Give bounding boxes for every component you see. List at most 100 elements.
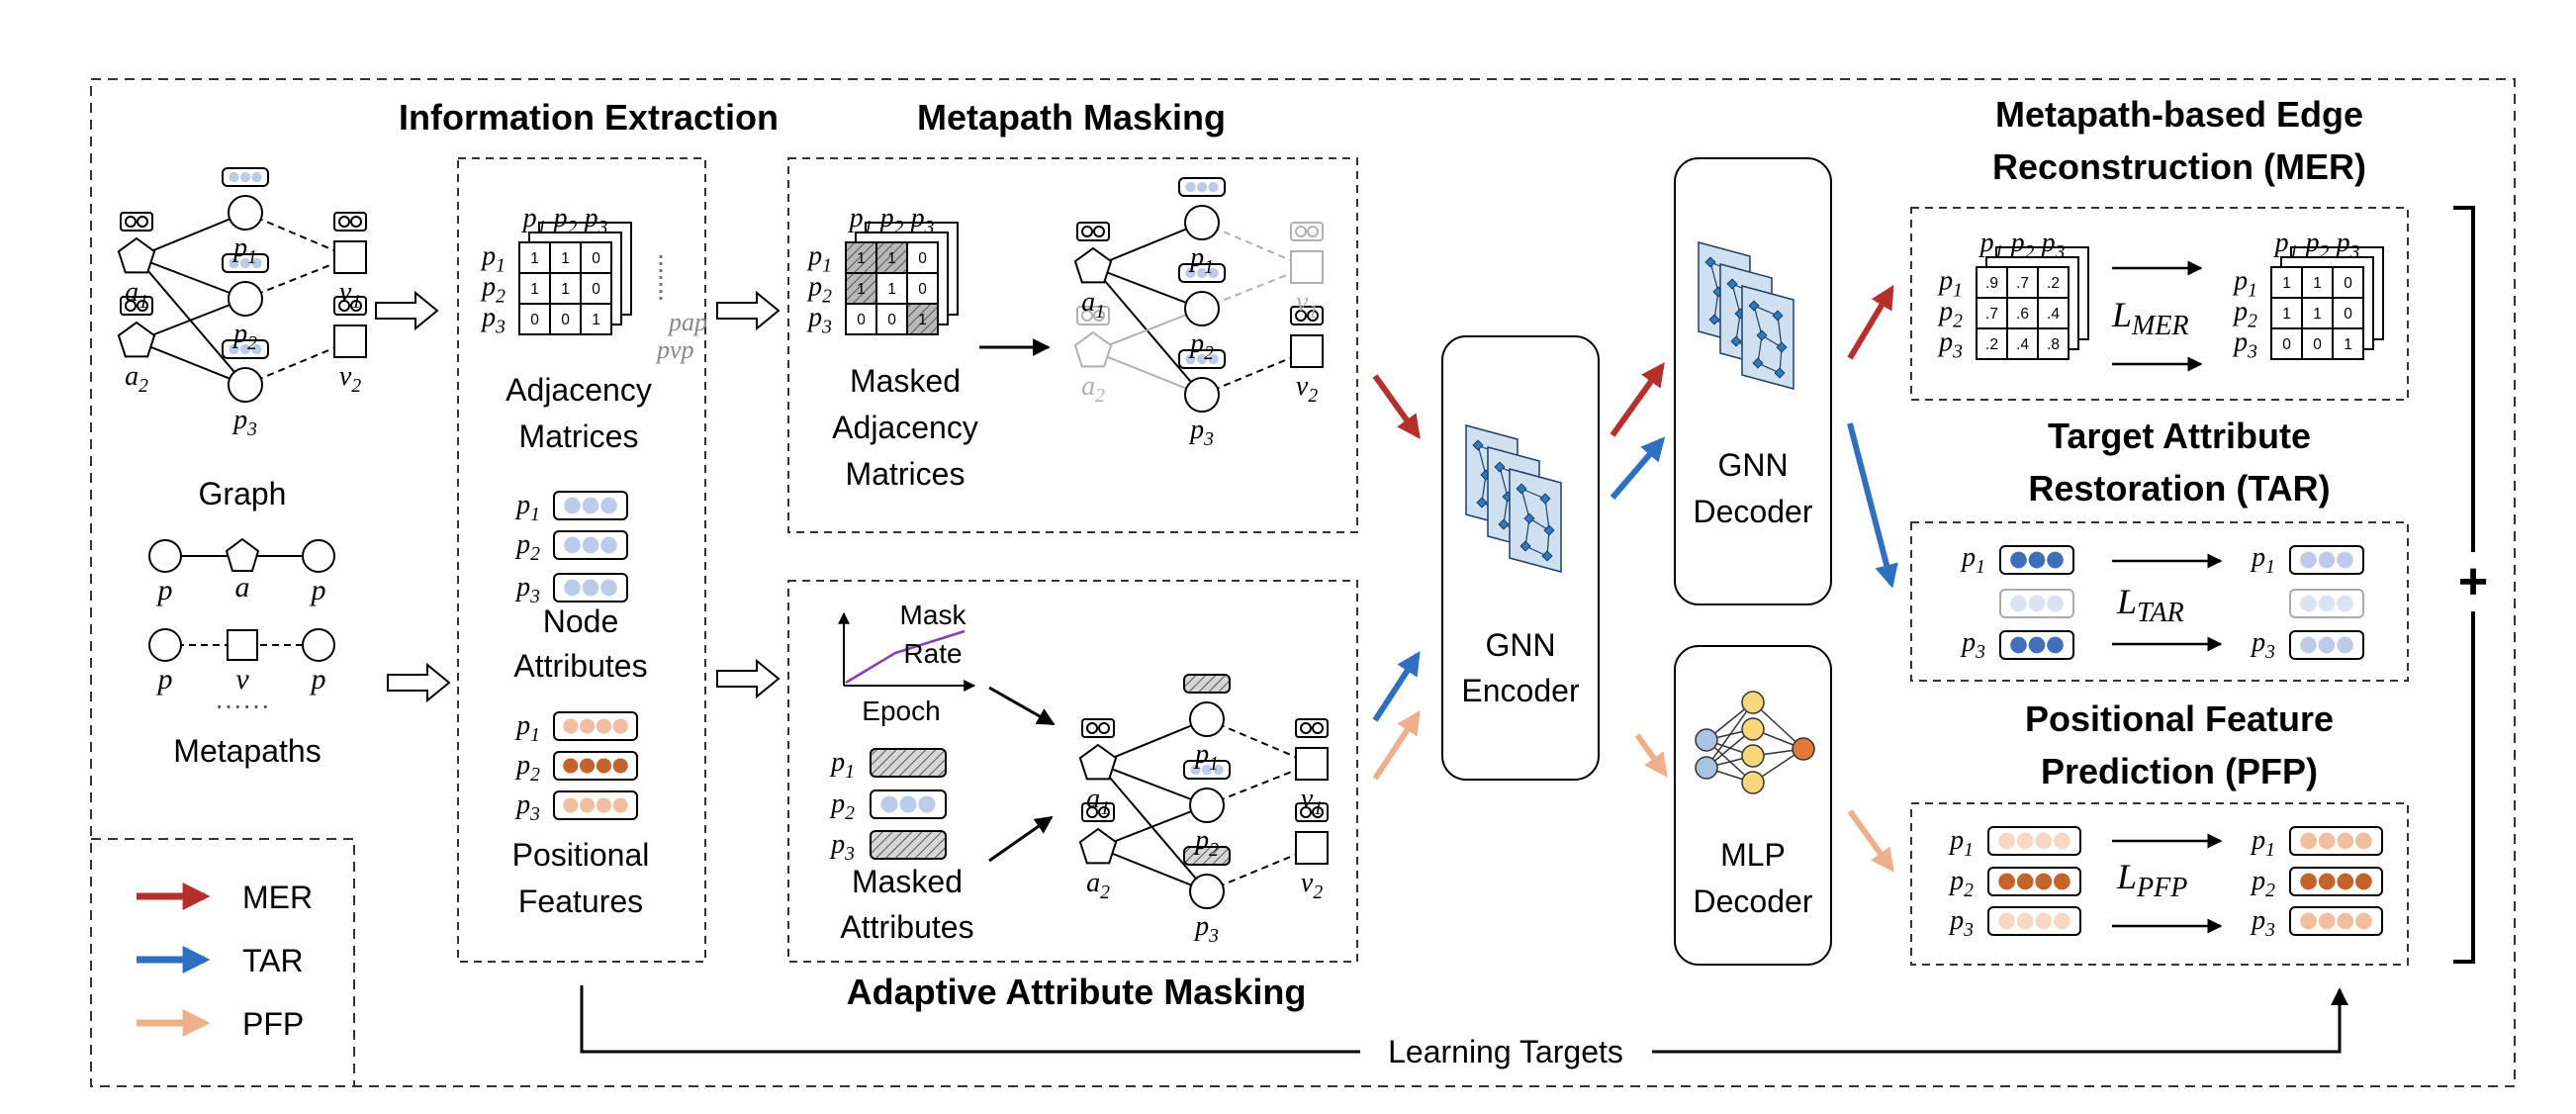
matrix-row-label-base: p: [806, 302, 822, 332]
matrix-col-label-sub: 3: [598, 218, 608, 238]
masked-attr-pill: [870, 830, 947, 860]
label-v2-base: v: [339, 361, 352, 392]
node-v2: [333, 325, 367, 358]
attr-p3-dot: [1208, 353, 1219, 365]
pfp-output-pill-dot: [2337, 873, 2354, 890]
attr-p1-dot: [1185, 181, 1196, 193]
node-a1: [1078, 743, 1118, 781]
attr-p2-dot: [1196, 267, 1208, 279]
matrix-cell-value: 1: [530, 281, 539, 298]
pfp-row-label-sub: 2: [1964, 881, 1974, 901]
matrix-row-label-sub: 2: [496, 286, 506, 307]
matrix-col-label-sub: 2: [2320, 242, 2330, 263]
matrix-row-label-sub: 2: [2248, 311, 2257, 331]
matrix-cell-value: .4: [2047, 306, 2060, 323]
hollow-arrow-adjacency: [716, 290, 781, 331]
node-p2: [1184, 291, 1220, 326]
attr-p1-dot: [1208, 181, 1219, 193]
pos-row-label: p3: [514, 789, 540, 825]
positional-feature-pill-dot: [612, 718, 628, 734]
attr-p1: [222, 167, 269, 187]
attr-row-label: p1: [514, 490, 540, 525]
attr-row-label-sub: 2: [530, 544, 540, 565]
matrix-col-label: p3: [2335, 228, 2360, 263]
gnn-node: [1756, 329, 1768, 341]
attr-p2-dot: [1185, 267, 1196, 279]
eye-a2-dot: [1093, 310, 1105, 322]
plus-gap: [2457, 552, 2491, 611]
matrix-row-label-sub: 1: [1953, 280, 1963, 301]
matrix-cell-value: 1: [918, 312, 927, 328]
matrix-col-label-base: p: [848, 203, 864, 233]
matrix-col-label-base: p: [909, 203, 925, 233]
matrix-cell-value: 0: [2344, 275, 2352, 292]
eye-v1-dot: [350, 216, 362, 228]
matrix-row-label-sub: 3: [495, 317, 506, 337]
attr-p3-dot: [229, 343, 239, 355]
matrix-col-label-base: p: [2009, 228, 2025, 258]
mer-title-2: Reconstruction (MER): [1992, 146, 2366, 187]
label-a2: a2: [1081, 371, 1105, 407]
metapath-pvp-node-1: p: [156, 663, 173, 696]
matrix-cell-value: 0: [561, 312, 570, 328]
attr-row-label-sub: 3: [529, 587, 540, 607]
label-p1-sub: 1: [1209, 754, 1219, 775]
label-v2: v2: [1296, 371, 1318, 407]
attr-p3: [1178, 349, 1226, 369]
edge-a2-p2: [1092, 308, 1203, 352]
tar-loss-symbol: L: [2116, 582, 2137, 621]
matrix-col-label-base: p: [583, 203, 598, 233]
label-a1: a1: [1081, 287, 1105, 323]
eye-a2: [120, 296, 153, 316]
matrix-row-label-sub: 3: [1952, 341, 1963, 362]
masked-adj-label-1: Masked: [850, 363, 961, 399]
matrix-cell-value: 1: [2313, 306, 2322, 323]
matrix-col-label-base: p: [521, 203, 537, 233]
matrix-row-label: p3: [806, 302, 832, 337]
mlp-hidden-node: [1741, 717, 1765, 741]
masked-attr-pill: [870, 789, 947, 819]
node-v2: [1290, 334, 1324, 368]
matrix-cell-value: 1: [857, 250, 866, 267]
matrix-col-label: p3: [909, 203, 935, 238]
matrix-cell-value: 0: [592, 281, 600, 298]
matrix-row-label-sub: 1: [822, 255, 832, 276]
matrix-col-label-base: p: [878, 203, 894, 233]
masked-attr-row-label-sub: 3: [844, 844, 855, 865]
attr-p2-dot: [1190, 764, 1201, 776]
gnn-node: [1472, 439, 1484, 451]
arrow-decoder-to-mer: [1847, 284, 1894, 360]
attr-p1-dot: [251, 171, 262, 183]
mlp-decoder-box: [1674, 645, 1832, 966]
hollow-arrow-metapaths: [387, 662, 451, 703]
eye-a1: [120, 212, 153, 232]
label-v2-sub: 2: [1313, 882, 1323, 903]
pfp-output-pill-dot: [2355, 912, 2372, 930]
gnn-decoder-label-1: GNN: [1717, 447, 1788, 483]
attr-row-label: p3: [514, 572, 540, 607]
matrix-row-label-sub: 1: [2248, 280, 2257, 301]
epoch-label: Epoch: [862, 696, 940, 726]
pfp-input-pill-dot: [2054, 832, 2070, 850]
tar-out-label-sub: 1: [2265, 557, 2275, 578]
gnn-edge: [1753, 305, 1763, 336]
node-attr-label-2: Attributes: [513, 648, 647, 684]
pos-row-label-sub: 3: [529, 804, 540, 825]
label-p1-base: p: [1188, 242, 1204, 273]
tar-output-pill-dot: [2337, 636, 2353, 654]
matrix-cell-value: 0: [530, 312, 539, 328]
matrix-row-label: p3: [480, 302, 506, 337]
eye-a1: [1081, 718, 1115, 738]
tar-output-pill-dot: [2300, 636, 2317, 654]
gnn-decoder-icon: [1698, 241, 1794, 390]
mer-box: [1910, 207, 2409, 401]
matrix-row-label: p2: [2232, 296, 2257, 331]
pfp-output-pill-frame: [2289, 826, 2383, 856]
edge-a1-p1: [1092, 222, 1203, 268]
label-p2-sub: 2: [1204, 343, 1214, 364]
attr-p2-dot: [1201, 764, 1213, 776]
eye-v2: [1290, 306, 1324, 325]
matrix-cell: [580, 303, 612, 335]
label-a1: a1: [1086, 784, 1110, 819]
